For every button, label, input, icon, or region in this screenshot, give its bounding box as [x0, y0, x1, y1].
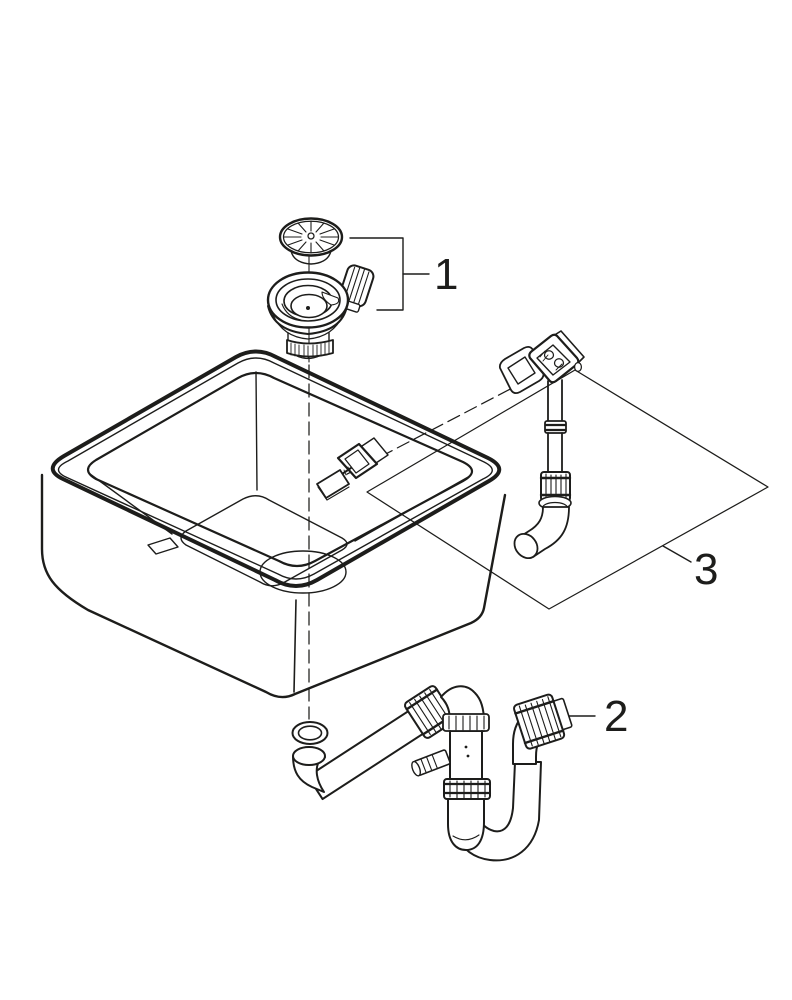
waste-flange [266, 264, 375, 360]
rim-mounting-slot [147, 537, 179, 555]
trap-body [411, 685, 492, 851]
part3-enclosure-outline [366, 369, 769, 610]
trap-siphon-assembly: 2 [291, 685, 628, 862]
trap-outlet-nut [513, 693, 573, 750]
overflow-elbow [513, 506, 570, 560]
trap-inlet-elbow [292, 746, 326, 793]
strainer-waste-assembly: 1 [266, 217, 458, 360]
overflow-head-screw [573, 361, 583, 373]
drain-ring-gasket [291, 721, 329, 745]
overflow-assembly: 3 [316, 330, 718, 594]
callout-3-label: 3 [694, 545, 718, 594]
overflow-head [528, 330, 585, 384]
trap-hose-barb [411, 749, 451, 777]
callout-3-leader [662, 545, 692, 563]
sink-basin [40, 349, 507, 699]
strainer-slots [283, 220, 339, 254]
sink-outer-body [40, 473, 507, 699]
callout-bracket-1 [349, 237, 430, 311]
strainer-basket [278, 217, 344, 265]
overflow-pipe [538, 379, 572, 515]
drain-recess [259, 550, 347, 594]
sink-interior [89, 371, 471, 594]
callout-2-label: 2 [604, 692, 628, 741]
callout-1-label: 1 [434, 250, 458, 299]
trap-cup [447, 798, 485, 851]
sink-rim [50, 349, 502, 588]
flange-tailpiece [286, 339, 334, 360]
overflow-cover-plate [316, 469, 350, 501]
trap-bottom-collar [443, 778, 491, 800]
